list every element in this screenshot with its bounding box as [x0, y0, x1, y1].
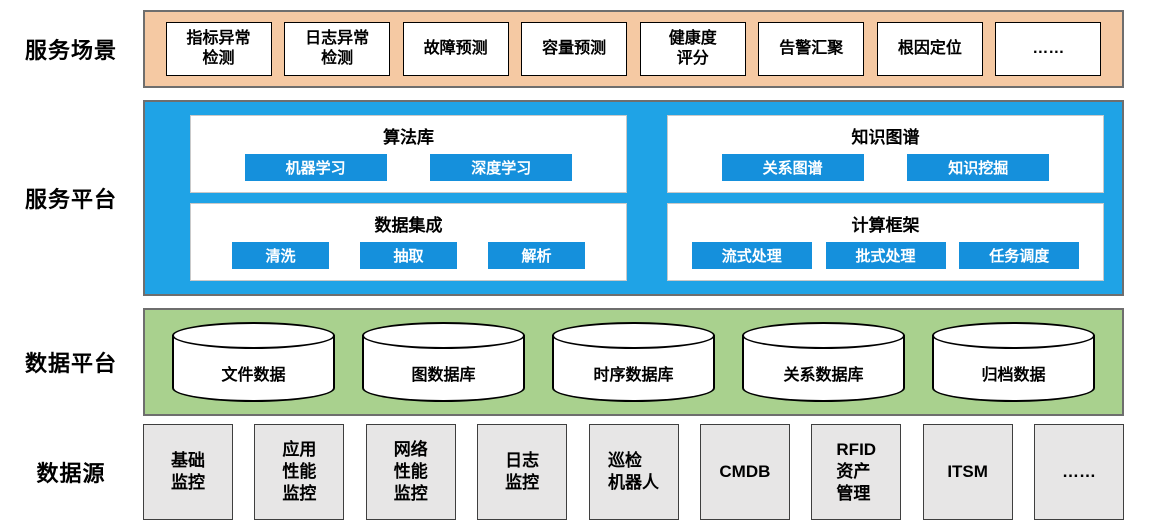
database-cylinder-graph-db: 图数据库 [362, 322, 525, 402]
data-sources-row: 基础 监控 应用 性能 监控 网络 性能 监控 日志 监控 巡检 机器人 CMD… [143, 424, 1124, 520]
chip-extraction: 抽取 [360, 241, 457, 269]
panel-title: 数据集成 [374, 216, 443, 235]
database-cylinder-timeseries-db: 时序数据库 [552, 322, 715, 402]
scenario-box-health-score: 健康度 评分 [639, 22, 746, 76]
panel-knowledge-graph: 知识图谱 关系图谱 知识挖掘 [667, 115, 1104, 193]
row-label-service-scenarios: 服务场景 [24, 38, 117, 63]
scenario-box-metric-anomaly: 指标异常 检测 [165, 22, 272, 76]
database-label: 图数据库 [411, 367, 476, 384]
cylinder-top-shape [552, 322, 715, 349]
scenario-box-fault-prediction: 故障预测 [402, 22, 509, 76]
panel-buttons: 清洗 抽取 解析 [191, 236, 626, 280]
panel-computing-framework: 计算框架 流式处理 批式处理 任务调度 [667, 203, 1104, 281]
source-box-inspection-robot: 巡检 机器人 [588, 424, 679, 520]
row-label-service-platform: 服务平台 [24, 187, 117, 212]
chip-stream-processing: 流式处理 [691, 241, 812, 269]
service-platform-band: 算法库 机器学习 深度学习 知识图谱 关系图谱 知识挖掘 数据集成 清洗 抽取 … [143, 100, 1124, 296]
cylinder-top-shape [742, 322, 905, 349]
database-label: 文件数据 [221, 367, 286, 384]
panel-algorithm-library: 算法库 机器学习 深度学习 [190, 115, 627, 193]
database-cylinder-file-data: 文件数据 [172, 322, 335, 402]
panel-title: 计算框架 [851, 216, 920, 235]
source-box-cmdb: CMDB [699, 424, 790, 520]
database-cylinder-archive-data: 归档数据 [932, 322, 1095, 402]
panel-data-integration: 数据集成 清洗 抽取 解析 [190, 203, 627, 281]
chip-parsing: 解析 [488, 241, 585, 269]
panel-buttons: 机器学习 深度学习 [191, 148, 626, 192]
cylinder-top-shape [362, 322, 525, 349]
database-cylinder-relational-db: 关系数据库 [742, 322, 905, 402]
source-box-itsm: ITSM [922, 424, 1013, 520]
row-label-data-platform: 数据平台 [24, 351, 117, 376]
chip-batch-processing: 批式处理 [825, 241, 946, 269]
panel-buttons: 关系图谱 知识挖掘 [668, 148, 1103, 192]
chip-deep-learning: 深度学习 [430, 153, 573, 181]
panel-title: 知识图谱 [851, 128, 920, 147]
cylinder-top-shape [172, 322, 335, 349]
chip-machine-learning: 机器学习 [244, 153, 387, 181]
database-label: 关系数据库 [783, 367, 864, 384]
cylinder-top-shape [932, 322, 1095, 349]
database-label: 时序数据库 [593, 367, 674, 384]
panel-title: 算法库 [383, 128, 434, 147]
chip-cleaning: 清洗 [232, 241, 329, 269]
scenario-box-log-anomaly: 日志异常 检测 [284, 22, 391, 76]
source-box-log-monitoring: 日志 监控 [477, 424, 568, 520]
source-box-ellipsis: …… [1034, 424, 1124, 520]
chip-knowledge-mining: 知识挖掘 [907, 153, 1050, 181]
source-box-basic-monitoring: 基础 监控 [143, 424, 233, 520]
source-box-rfid-assets: RFID 资产 管理 [811, 424, 902, 520]
chip-relation-graph: 关系图谱 [721, 153, 864, 181]
scenario-box-root-cause: 根因定位 [876, 22, 983, 76]
scenario-box-alarm-aggregation: 告警汇聚 [758, 22, 865, 76]
source-box-apm: 应用 性能 监控 [254, 424, 345, 520]
data-platform-band: 文件数据 图数据库 时序数据库 关系数据库 归档数据 [143, 308, 1124, 416]
service-scenarios-band: 指标异常 检测 日志异常 检测 故障预测 容量预测 健康度 评分 告警汇聚 根因… [143, 10, 1124, 88]
panel-buttons: 流式处理 批式处理 任务调度 [668, 236, 1103, 280]
database-label: 归档数据 [981, 367, 1046, 384]
source-box-npm: 网络 性能 监控 [365, 424, 456, 520]
scenario-box-ellipsis: …… [995, 22, 1102, 76]
scenario-box-capacity-prediction: 容量预测 [521, 22, 628, 76]
chip-task-scheduling: 任务调度 [959, 241, 1080, 269]
row-label-data-sources: 数据源 [36, 461, 106, 486]
